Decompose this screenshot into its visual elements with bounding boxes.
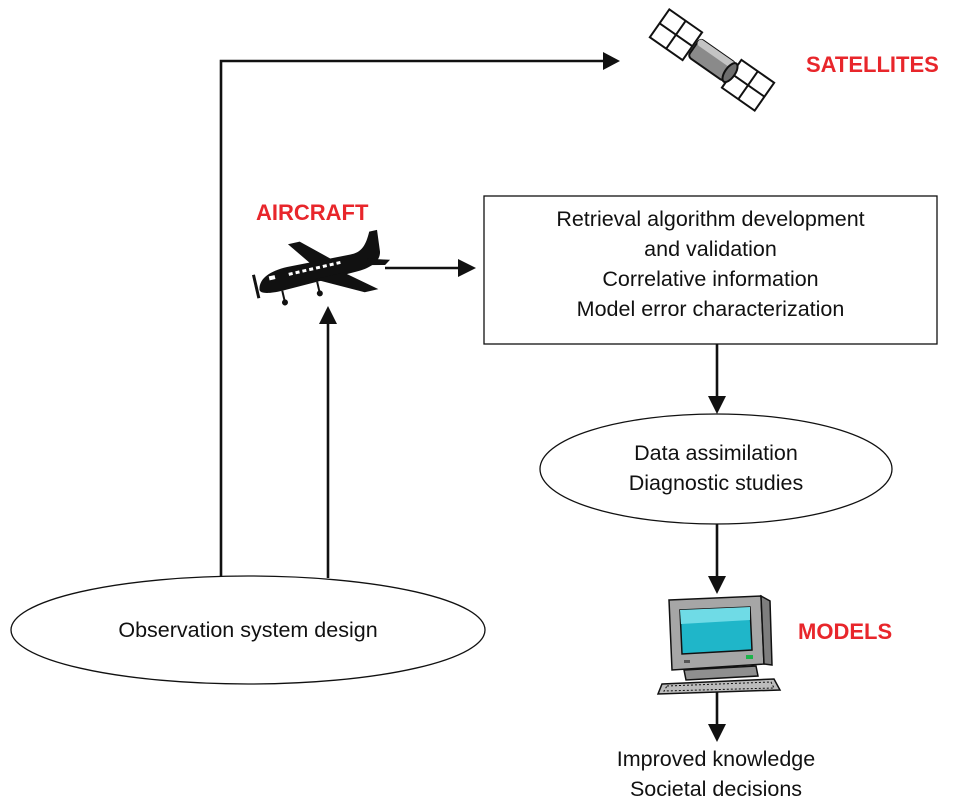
outcomes-text: Improved knowledge Societal decisions <box>540 744 892 804</box>
assimilation-line: Diagnostic studies <box>628 471 804 495</box>
process-box <box>483 195 938 345</box>
process-box-text: Retrieval algorithm development and vali… <box>484 204 937 324</box>
observation-text: Observation system design <box>118 618 378 642</box>
arrow-observation-to-aircraft <box>319 306 337 578</box>
models-label: MODELS <box>798 619 893 644</box>
satellites-label: SATELLITES <box>806 52 939 77</box>
arrow-observation-to-satellites <box>219 52 620 578</box>
outcome-line: Societal decisions <box>629 777 803 801</box>
assimilation-line: Data assimilation <box>634 441 798 465</box>
airplane-icon <box>251 229 391 306</box>
box-line: Retrieval algorithm development <box>556 207 865 231</box>
box-line: Correlative information <box>602 267 819 291</box>
box-line: and validation <box>644 237 777 261</box>
aircraft-label: AIRCRAFT <box>256 200 369 225</box>
arrow-box-to-assimilation <box>708 344 726 414</box>
arrow-models-to-outcomes <box>708 692 726 742</box>
outcome-line: Improved knowledge <box>616 747 816 771</box>
box-line: Model error characterization <box>576 297 845 321</box>
assimilation-ellipse <box>539 413 893 525</box>
satellite-icon <box>648 7 776 113</box>
observation-ellipse <box>10 575 486 685</box>
assimilation-text: Data assimilation Diagnostic studies <box>540 438 892 498</box>
computer-icon <box>656 594 782 695</box>
arrow-aircraft-to-box <box>385 259 476 277</box>
arrow-assimilation-to-models <box>708 524 726 594</box>
